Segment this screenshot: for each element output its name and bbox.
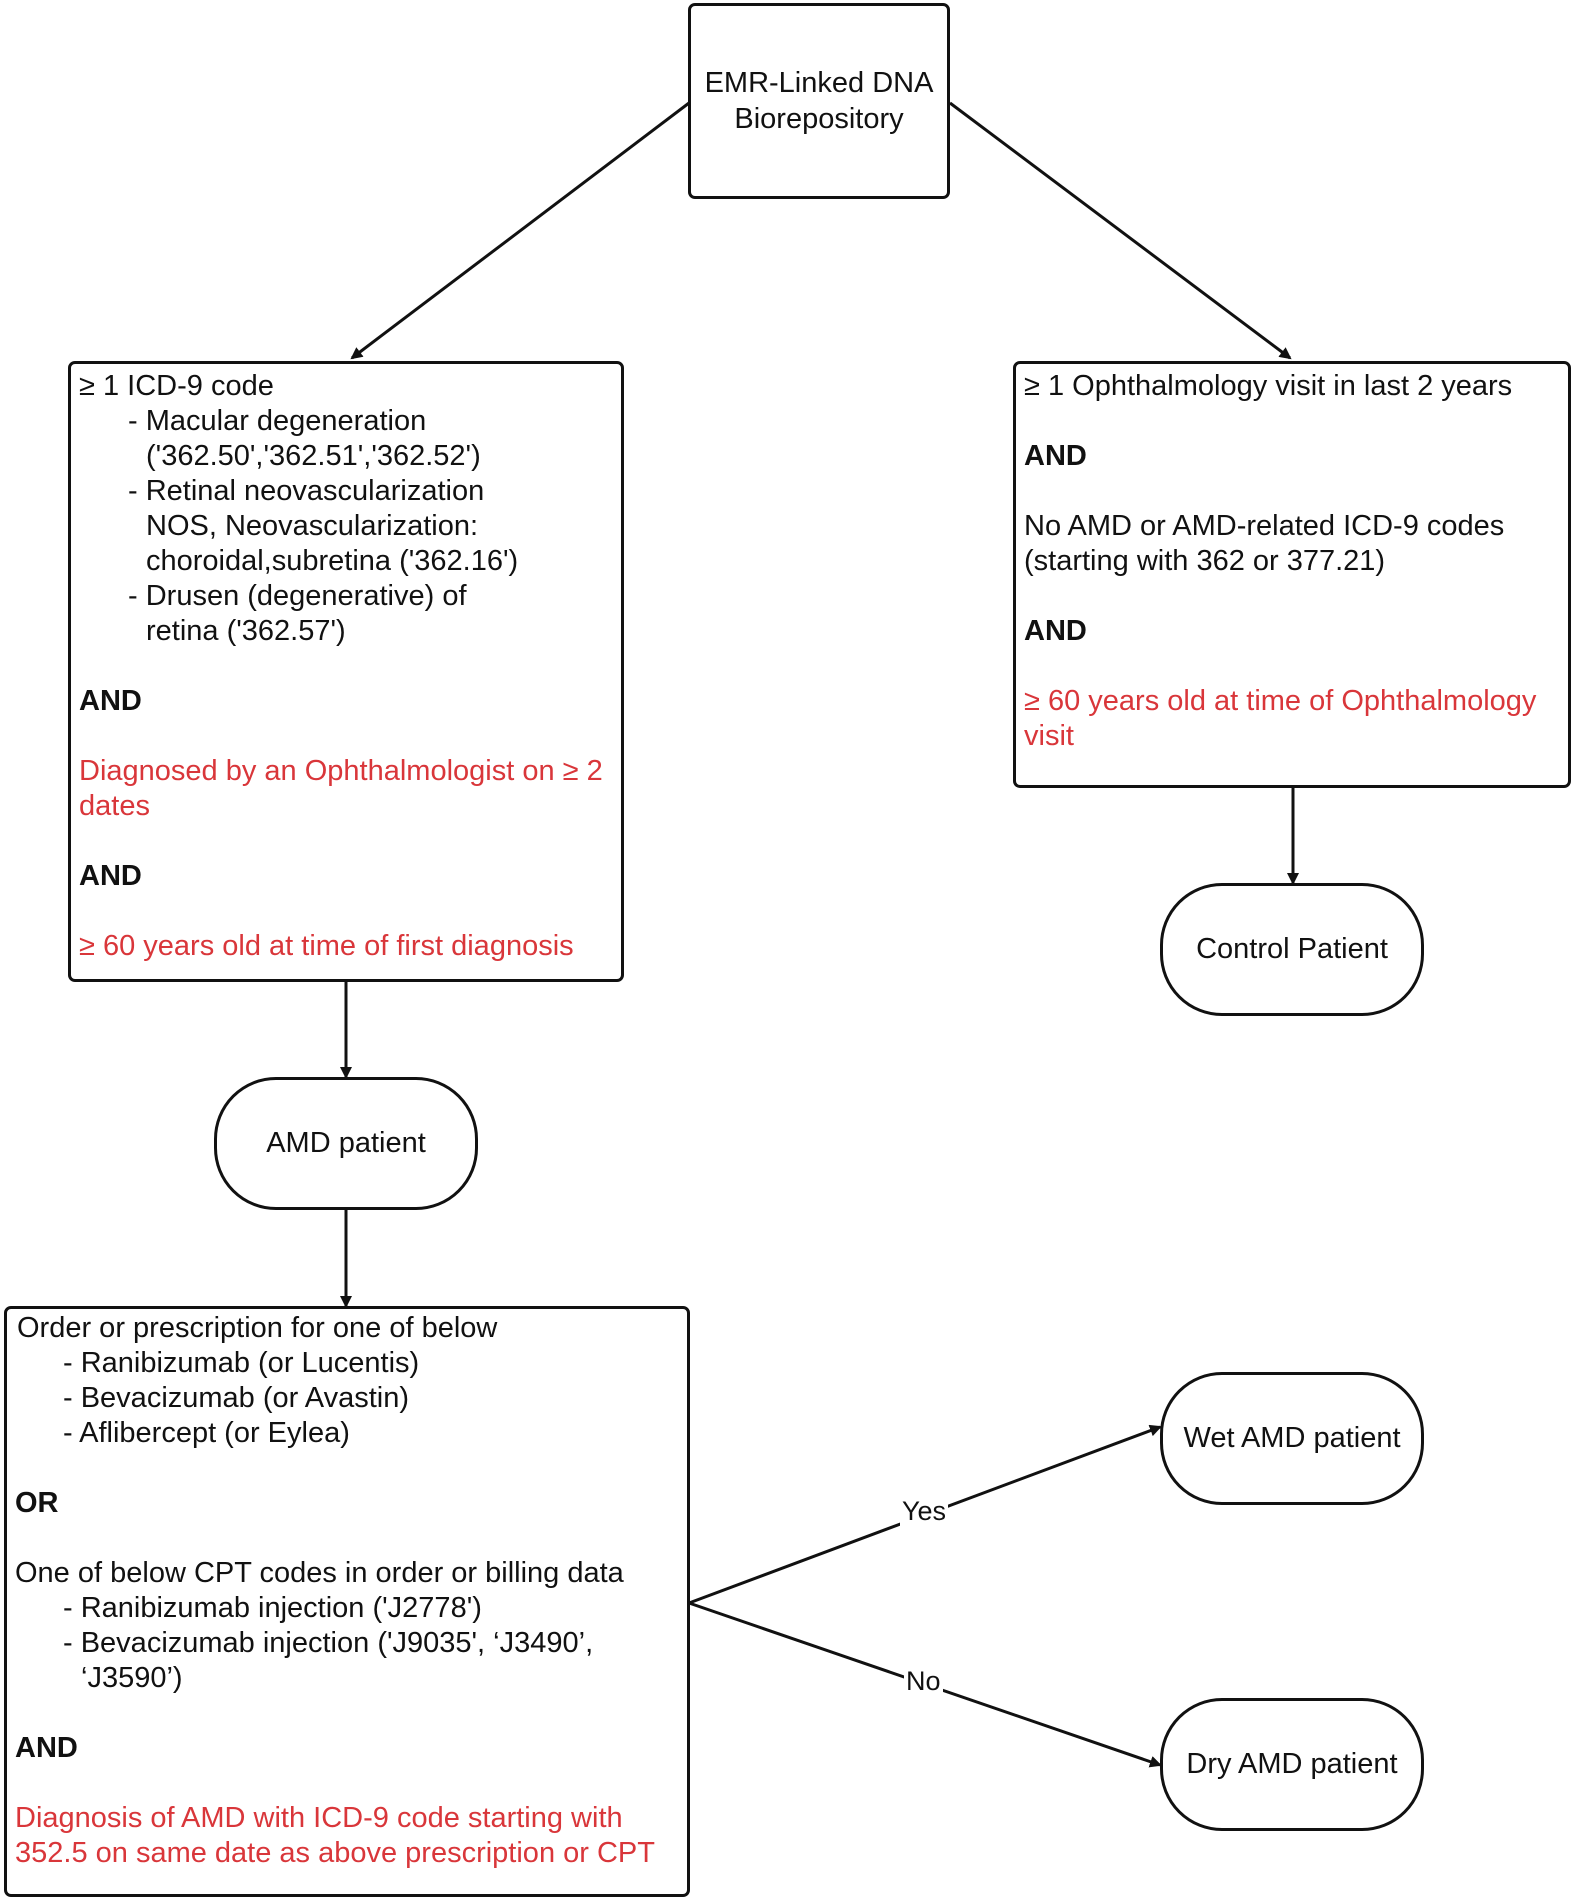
case-red-1a: Diagnosed by an Ophthalmologist on ≥ 2 [79,755,603,787]
wet-line: One of below CPT codes in order or billi… [15,1557,624,1589]
wet-line: Order or prescription for one of below [17,1312,498,1344]
case-and-2: AND [79,860,142,892]
case-line: - Macular degeneration [128,405,427,437]
case-line: retina ('362.57') [146,615,346,647]
control-line-1: ≥ 1 Ophthalmology visit in last 2 years [1024,370,1513,402]
amd-patient-node: AMD patient [214,1077,478,1210]
root-line2: Biorepository [734,103,904,135]
wet-or: OR [15,1487,59,1519]
control-criteria-node: ≥ 1 Ophthalmology visit in last 2 years … [1013,361,1571,788]
case-line: NOS, Neovascularization: [146,510,479,542]
wet-and: AND [15,1732,78,1764]
arrow-root-to-case [350,101,690,360]
wet-line: - Aflibercept (or Eylea) [63,1417,350,1449]
root-line1: EMR-Linked DNA [704,67,934,99]
control-line-2: No AMD or AMD-related ICD-9 codes [1024,510,1505,542]
control-red-2: visit [1024,720,1074,752]
edge-label-no: No [904,1666,943,1696]
wet-criteria-node: Order or prescription for one of below -… [4,1306,690,1897]
wet-red-2: 352.5 on same date as above prescription… [15,1837,655,1869]
control-and-1: AND [1024,440,1087,472]
wet-line: - Ranibizumab injection ('J2778') [63,1592,482,1624]
case-line: - Drusen (degenerative) of [128,580,467,612]
case-red-2: ≥ 60 years old at time of first diagnosi… [79,930,574,962]
edge-label-yes: Yes [900,1496,949,1526]
case-line: - Retinal neovascularization [128,475,485,507]
wet-line: ‘J3590’) [81,1662,183,1694]
arrow-root-to-control [949,101,1292,360]
wet-amd-patient-label: Wet AMD patient [1183,1422,1401,1454]
case-line: ≥ 1 ICD-9 code [79,370,274,402]
case-and-1: AND [79,685,142,717]
case-line: choroidal,subretina ('362.16') [146,545,519,577]
wet-red-1: Diagnosis of AMD with ICD-9 code startin… [15,1802,623,1834]
amd-patient-label: AMD patient [266,1127,426,1159]
case-line: ('362.50','362.51','362.52') [146,440,481,472]
control-patient-node: Control Patient [1160,883,1424,1016]
root-node: EMR-Linked DNA Biorepository [688,3,950,199]
control-red-1: ≥ 60 years old at time of Ophthalmology [1024,685,1537,717]
control-patient-label: Control Patient [1196,933,1388,965]
wet-line: - Ranibizumab (or Lucentis) [63,1347,420,1379]
wet-line: - Bevacizumab (or Avastin) [63,1382,409,1414]
wet-line: - Bevacizumab injection ('J9035', ‘J3490… [63,1627,594,1659]
control-and-2: AND [1024,615,1087,647]
dry-amd-patient-label: Dry AMD patient [1186,1748,1398,1780]
control-line-3: (starting with 362 or 377.21) [1024,545,1386,577]
case-red-1b: dates [79,790,150,822]
dry-amd-patient-node: Dry AMD patient [1160,1698,1424,1831]
wet-amd-patient-node: Wet AMD patient [1160,1372,1424,1505]
case-criteria-node: ≥ 1 ICD-9 code - Macular degeneration ('… [68,361,624,982]
